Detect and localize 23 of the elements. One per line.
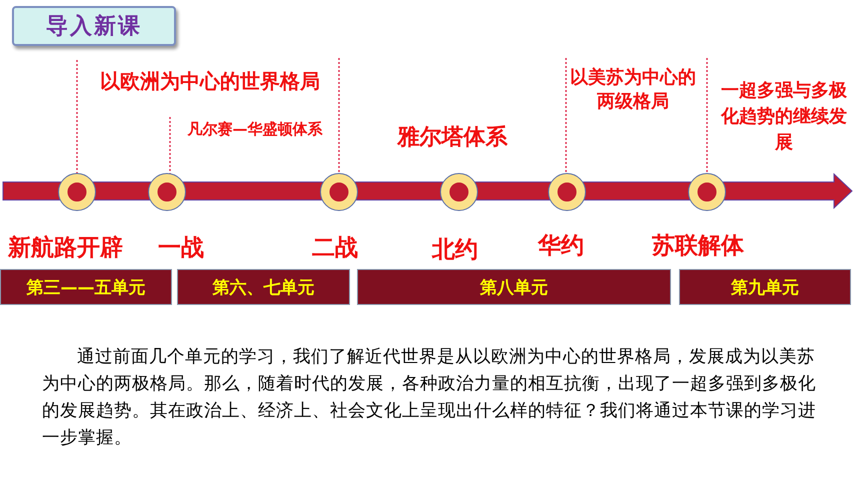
title-banner: 导入新课: [12, 6, 176, 46]
period-label: 以欧洲为中心的世界格局: [99, 68, 321, 95]
intro-paragraph: 通过前面几个单元的学习，我们了解近代世界是从以欧洲为中心的世界格局，发展成为以美苏为中心的两极格局。那么，随着时代的发展，各种政治力量的相互抗衡，出现了一超多强到多极化的发展趋势。其在政治上、经济上、社会文化上呈现出什么样的特征？我们将通过本节课的学习进一步掌握。: [42, 346, 817, 450]
timeline-marker: [688, 174, 726, 210]
unit-bar: 第九单元: [679, 269, 851, 305]
unit-bar: 第六、七单元: [177, 269, 350, 305]
timeline-marker: [148, 174, 186, 210]
period-label: 雅尔塔体系: [396, 124, 508, 152]
event-label: 新航路开辟: [8, 234, 124, 263]
event-label: 苏联解体: [652, 232, 745, 261]
period-label: 一超多强与多极化趋势的继续发展: [720, 79, 848, 155]
timeline-marker: [58, 174, 96, 210]
unit-bar: 第八单元: [357, 269, 671, 305]
timeline-marker: [320, 174, 358, 210]
timeline-marker: [548, 174, 586, 210]
event-label: 华约: [538, 232, 585, 261]
event-label: 一战: [158, 234, 205, 263]
event-label: 二战: [312, 234, 359, 263]
event-label: 北约: [432, 236, 479, 265]
unit-bar: 第三——五单元: [0, 269, 172, 305]
period-label: 凡尔赛—华盛顿体系: [186, 120, 324, 139]
timeline-marker: [440, 174, 478, 210]
period-label: 以美苏为中心的两级格局: [569, 66, 697, 114]
